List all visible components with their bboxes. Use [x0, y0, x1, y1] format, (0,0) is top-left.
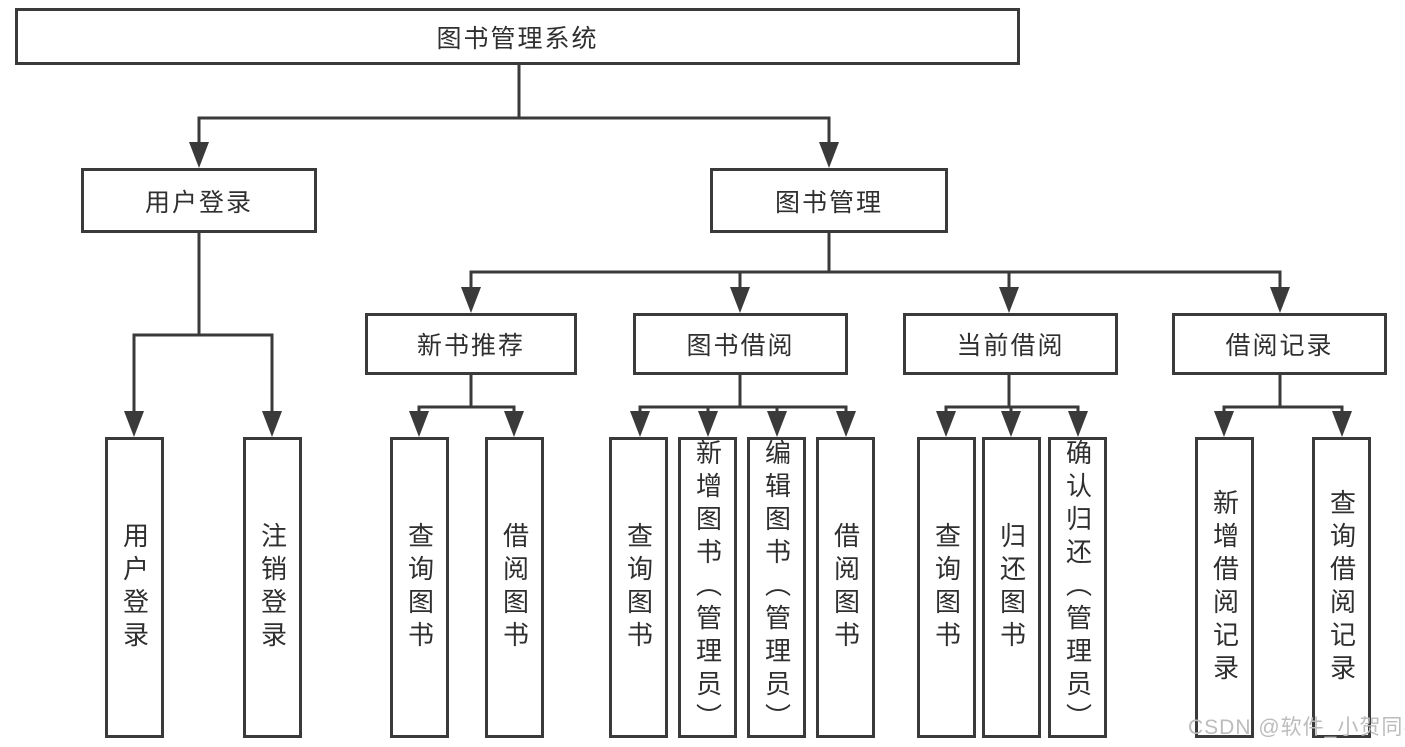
leaf-add-borrow-record: 新增借阅记录: [1195, 437, 1254, 738]
node-label: 新书推荐: [416, 332, 525, 360]
node-label: 借阅记录: [1225, 332, 1334, 360]
leaf-label: 借阅图书: [499, 521, 530, 654]
leaf-label: 用户登录: [119, 521, 150, 654]
leaf-label: 新增借阅记录: [1209, 488, 1240, 687]
leaf-query-books: 查询图书: [917, 437, 976, 738]
node-label: 图书管理系统: [436, 24, 599, 53]
node-library-management-system: 图书管理系统: [15, 8, 1020, 65]
leaf-label: 查询图书: [404, 521, 435, 654]
csdn-watermark: CSDN @软件_小贺同学: [1188, 716, 1405, 739]
leaf-borrow-books: 借阅图书: [485, 437, 544, 738]
leaf-confirm-return-admin: 确认归还（管理员）: [1048, 437, 1107, 738]
leaf-label: 查询借阅记录: [1326, 488, 1357, 687]
leaf-label: 归还图书: [996, 521, 1027, 654]
node-label: 用户登录: [144, 188, 253, 217]
node-label: 图书管理: [774, 188, 883, 217]
leaf-label: 借阅图书: [830, 521, 861, 654]
leaf-logout-login: 注销登录: [243, 437, 302, 738]
leaf-user-login: 用户登录: [105, 437, 164, 738]
leaf-label: 编辑图书（管理员）: [761, 439, 792, 736]
leaf-add-books-admin: 新增图书（管理员）: [678, 437, 737, 738]
node-label: 图书借阅: [686, 332, 795, 360]
leaf-label: 新增图书（管理员）: [692, 439, 723, 736]
node-new-book-recommendation: 新书推荐: [365, 313, 577, 375]
leaf-query-borrow-record: 查询借阅记录: [1312, 437, 1371, 738]
node-book-borrowing: 图书借阅: [633, 313, 848, 375]
leaf-query-books: 查询图书: [390, 437, 449, 738]
leaf-return-books: 归还图书: [982, 437, 1041, 738]
leaf-label: 查询图书: [931, 521, 962, 654]
leaf-borrow-books: 借阅图书: [816, 437, 875, 738]
leaf-query-books: 查询图书: [609, 437, 668, 738]
leaf-label: 确认归还（管理员）: [1062, 439, 1093, 736]
leaf-label: 查询图书: [623, 521, 654, 654]
node-book-management: 图书管理: [710, 168, 948, 233]
leaf-edit-books-admin: 编辑图书（管理员）: [747, 437, 806, 738]
node-current-borrowing: 当前借阅: [903, 313, 1118, 375]
arrowheads: [124, 142, 1352, 437]
node-user-login: 用户登录: [81, 168, 317, 233]
node-borrowing-records: 借阅记录: [1172, 313, 1387, 375]
leaf-label: 注销登录: [257, 521, 288, 654]
node-label: 当前借阅: [956, 332, 1065, 360]
